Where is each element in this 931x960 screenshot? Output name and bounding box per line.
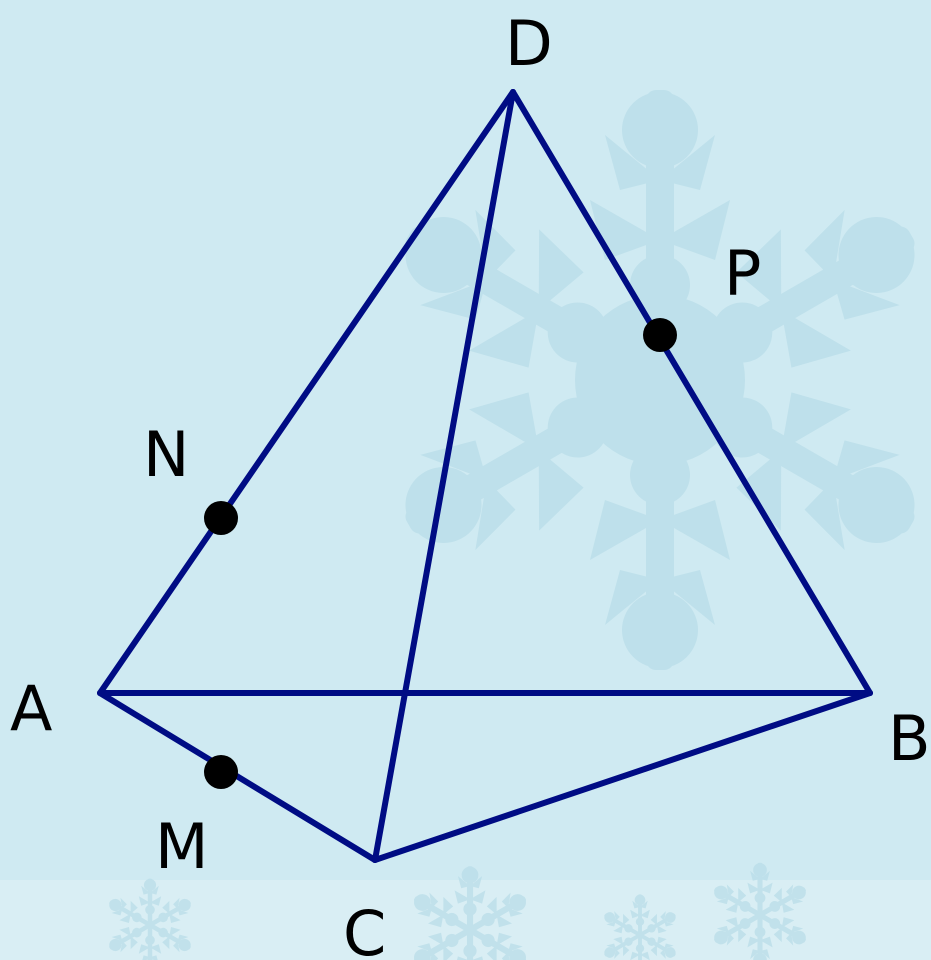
- edge-points: [204, 318, 677, 789]
- edge-ad: [97, 89, 516, 696]
- edge-cd: [372, 89, 516, 863]
- point-n: [204, 501, 238, 535]
- vertex-label-b: B: [888, 702, 931, 775]
- point-m: [204, 755, 238, 789]
- point-p: [643, 318, 677, 352]
- edge-bc: [372, 690, 873, 863]
- point-label-p: P: [724, 237, 761, 310]
- point-label-m: M: [155, 810, 209, 883]
- vertex-label-a: A: [10, 672, 52, 745]
- point-label-n: N: [143, 418, 189, 491]
- edge-ac: [97, 690, 378, 863]
- vertex-label-c: C: [343, 897, 386, 960]
- snowflake-icon: [104, 90, 931, 960]
- edge-bd: [510, 89, 873, 696]
- vertex-label-d: D: [505, 7, 553, 80]
- tetrahedron-edges: [97, 89, 873, 863]
